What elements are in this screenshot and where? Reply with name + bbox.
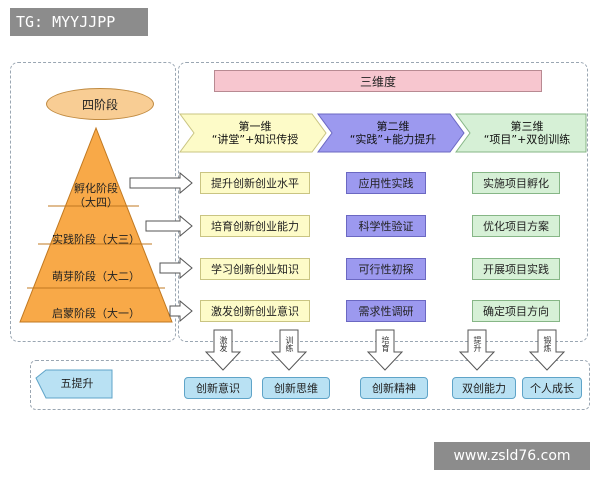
dimension-2-header-shape	[317, 113, 465, 153]
arrow-label: 激发	[219, 336, 228, 352]
arrow-label: 培育	[381, 336, 390, 352]
dimension-3-item: 实施项目孵化	[472, 172, 560, 194]
stage-practice: 实践阶段（大三）	[52, 233, 140, 246]
improvement-arrow	[366, 329, 404, 371]
improvement-arrow	[204, 329, 242, 371]
stage-arrow	[145, 214, 193, 238]
dimension-3-item: 开展项目实践	[472, 258, 560, 280]
arrow-label: 提升	[473, 336, 482, 352]
stage-arrow	[169, 299, 193, 323]
watermark-bottom: www.zsld76.com	[434, 442, 590, 470]
improvements-frame	[30, 360, 590, 410]
dimension-3-header-shape	[455, 113, 587, 153]
dimension-1-item: 提升创新创业水平	[200, 172, 310, 194]
dimensions-title: 三维度	[214, 70, 542, 92]
dimension-1-header-shape	[179, 113, 327, 153]
dimension-1-header: 第一维“讲堂”+知识传授	[211, 120, 299, 146]
stage-sprouting: 萌芽阶段（大二）	[52, 270, 140, 283]
stage-enlightenment: 启蒙阶段（大一）	[52, 307, 140, 320]
arrow-label: 训练	[285, 336, 294, 352]
dimension-3-item: 确定项目方向	[472, 300, 560, 322]
dimension-2-item: 科学性验证	[346, 215, 426, 237]
stage-arrow	[159, 256, 193, 280]
dimension-1-item: 培育创新创业能力	[200, 215, 310, 237]
arrow-label: 锻炼	[543, 336, 552, 352]
watermark-top: TG: MYYJJPP	[10, 8, 148, 36]
improvement-arrow	[458, 329, 496, 371]
five-improvements-shape	[35, 369, 113, 399]
dimension-2-header: 第二维“实践”+能力提升	[349, 120, 437, 146]
dimension-1-item: 学习创新创业知识	[200, 258, 310, 280]
improvement-item: 创新意识	[184, 377, 252, 399]
stage-arrow	[129, 171, 193, 195]
pyramid	[19, 126, 173, 323]
dimension-2-item: 应用性实践	[346, 172, 426, 194]
dimension-1-item: 激发创新创业意识	[200, 300, 310, 322]
improvement-arrow	[528, 329, 566, 371]
dimension-2-item: 需求性调研	[346, 300, 426, 322]
dimension-3-header: 第三维“项目”+双创训练	[483, 120, 571, 146]
dimension-2-item: 可行性初探	[346, 258, 426, 280]
improvement-item: 个人成长	[522, 377, 582, 399]
improvement-item: 创新精神	[360, 377, 428, 399]
stages-frame	[10, 62, 176, 342]
dimension-3-item: 优化项目方案	[472, 215, 560, 237]
five-improvements-label: 五提升	[60, 377, 94, 390]
stage-incubation: 孵化阶段 （大四）	[74, 182, 118, 209]
improvement-arrow	[270, 329, 308, 371]
improvement-item: 创新思维	[262, 377, 330, 399]
improvement-arrows	[204, 329, 566, 371]
four-stages-label: 四阶段	[46, 88, 154, 120]
stage-arrows	[129, 171, 193, 323]
improvement-item: 双创能力	[452, 377, 516, 399]
